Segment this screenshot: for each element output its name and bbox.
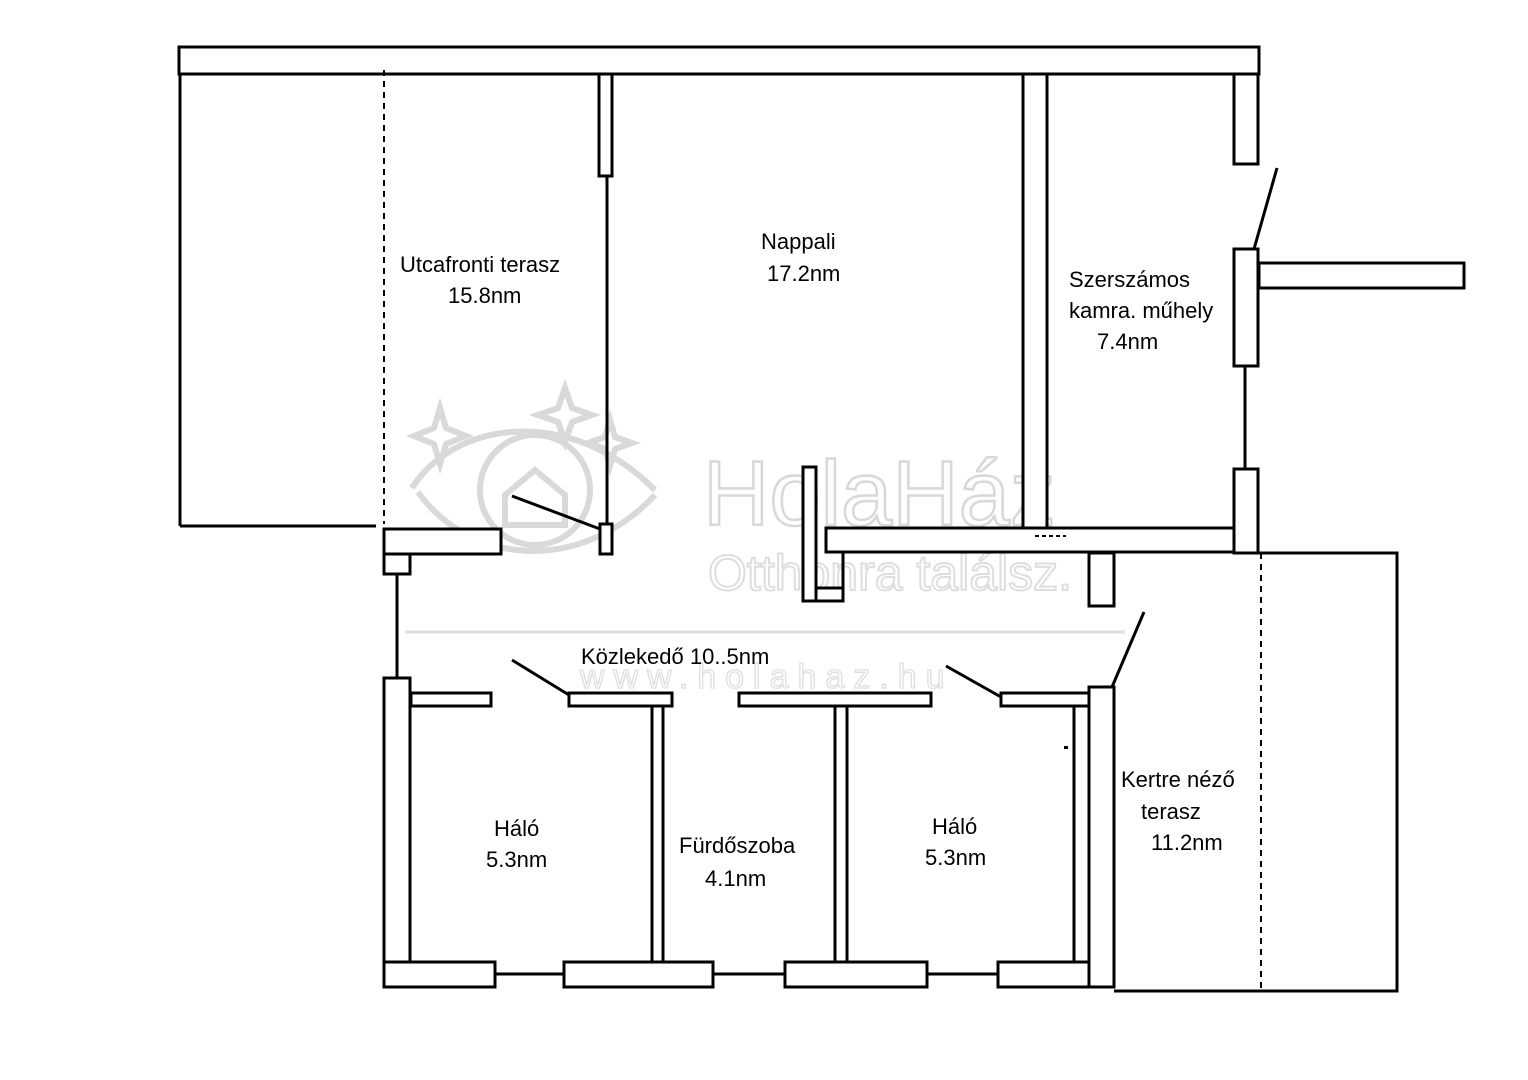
- walls: [177, 45, 1466, 993]
- wall-bath-bedroom: [833, 704, 849, 964]
- room-name-bathroom: Fürdőszoba: [679, 833, 796, 858]
- watermark-logo-icon: [405, 378, 658, 554]
- wall-corridor-right-block: [1087, 551, 1116, 608]
- room-area-bedroom-right: 5.3nm: [925, 845, 986, 870]
- wall-bedroom-right-top: [999, 691, 1092, 708]
- room-name-bedroom-right: Háló: [932, 814, 977, 839]
- room-area-street-terrace: 15.8nm: [448, 283, 521, 308]
- wall-exterior-fence: [1257, 261, 1466, 290]
- room-name-garden-terrace: Kertre néző: [1121, 767, 1235, 792]
- door-garden-swing: [1110, 611, 1146, 688]
- wall-bottom-4: [996, 960, 1091, 989]
- wall-bottom-2: [562, 960, 715, 989]
- wall-bottom-1: [382, 960, 497, 989]
- wall-living-column-foot: [814, 586, 845, 603]
- room-labels: Utcafronti terasz 15.8nm Nappali 17.2nm …: [400, 229, 1235, 891]
- wall-bath-top-left: [567, 691, 674, 708]
- room-name-corridor: Közlekedő 10..5nm: [581, 644, 769, 669]
- room-name-living-room: Nappali: [761, 229, 836, 254]
- wall-bedroom-left-top: [409, 691, 493, 708]
- wall-living-column: [801, 465, 818, 603]
- wall-bedroom-right: [1087, 685, 1116, 989]
- room-area-bathroom: 4.1nm: [705, 866, 766, 891]
- room-area-bedroom-left: 5.3nm: [486, 847, 547, 872]
- wall-living-storage: [1021, 72, 1049, 530]
- wall-bath-top-right: [737, 691, 933, 708]
- wall-corridor-block: [382, 527, 503, 556]
- door-bedroom-right-swing: [945, 664, 1002, 699]
- room-name-bedroom-left: Háló: [494, 816, 539, 841]
- room-area-garden-terrace: 11.2nm: [1151, 830, 1223, 855]
- wall-storage-right-top: [1232, 72, 1260, 166]
- watermark-url: www.holahaz.hu: [579, 658, 954, 696]
- wall-bedroom-right-inner: [1072, 704, 1091, 964]
- door-terrace-swing: [511, 494, 601, 531]
- room-area-living-room: 17.2nm: [767, 261, 840, 286]
- wall-corridor-post: [382, 552, 412, 576]
- wall-storage-bottom: [824, 526, 1236, 554]
- room-name-street-terrace: Utcafronti terasz: [400, 252, 560, 277]
- door-storage-swing: [1252, 167, 1279, 250]
- room-name2-tool-storage: kamra. műhely: [1069, 298, 1213, 323]
- wall-bedroom-bath: [650, 704, 665, 964]
- wall-top: [177, 45, 1261, 76]
- wall-mark-dot: [1064, 746, 1068, 749]
- wall-stub-terrace-top: [597, 72, 614, 178]
- wall-stub-terrace-bottom: [598, 522, 614, 556]
- room-name-tool-storage: Szerszámos: [1069, 267, 1190, 292]
- wall-garden-terrace: [1114, 551, 1399, 993]
- room-area-tool-storage: 7.4nm: [1097, 329, 1158, 354]
- wall-bottom-3: [783, 960, 929, 989]
- room-name2-garden-terrace: terasz: [1141, 799, 1201, 824]
- wall-storage-right-mid: [1232, 247, 1260, 368]
- watermark-slogan: Otthonra találsz.: [708, 545, 1072, 601]
- wall-bedroom-left: [382, 676, 412, 989]
- door-bedroom-left-swing: [511, 658, 570, 697]
- wall-storage-right-bottom: [1232, 467, 1260, 555]
- doors: [511, 167, 1279, 699]
